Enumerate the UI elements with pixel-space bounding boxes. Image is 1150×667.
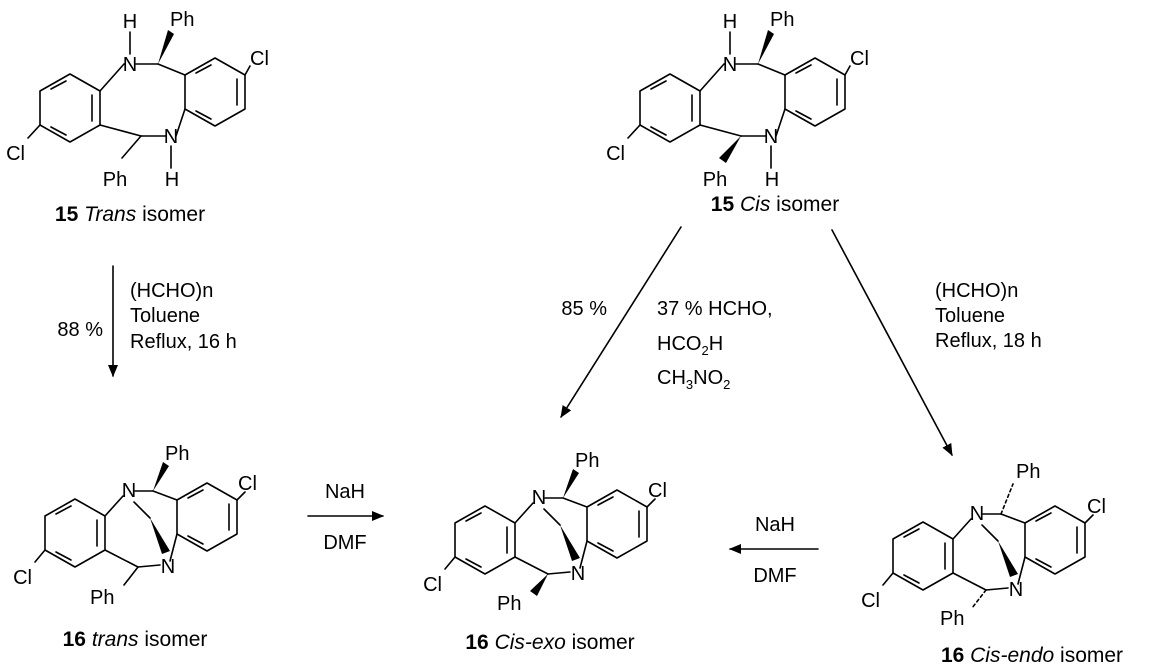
atom-n: N [1009,579,1023,601]
phenyl-label: Ph [1016,461,1040,483]
compound-15-cis: N N H H Ph Ph Cl Cl [606,9,869,191]
reagent-label: NaH [325,481,365,503]
atom-n: N [123,54,137,76]
atom-h: H [165,169,179,191]
compound-16-cis-endo: N N Ph Ph Cl Cl [861,461,1106,630]
compound-15-trans: N N H H Ph Ph Cl Cl [6,9,269,191]
atom-n: N [164,126,178,148]
phenyl-label: Ph [103,169,127,191]
reagent-label: NaH [755,514,795,536]
phenyl-label: Ph [90,587,114,609]
chlorine-label: Cl [1087,496,1106,518]
compound-16-trans: N N Ph Ph Cl Cl [13,443,257,609]
chlorine-label: Cl [861,590,880,612]
yield-label: 88 % [57,319,103,341]
chlorine-label: Cl [6,143,25,165]
compound-label: 15 Trans isomer [55,203,205,226]
compound-label: 16 Cis-endo isomer [941,644,1123,667]
phenyl-label: Ph [170,9,194,31]
chlorine-label: Cl [423,574,442,596]
atom-n: N [122,480,136,502]
atom-n: N [532,487,546,509]
reaction-arrow [560,226,682,418]
reaction-arrow [831,229,953,456]
chlorine-label: Cl [238,473,257,495]
compound-16-cis-exo: N N Ph Ph Cl Cl [423,450,667,615]
yield-label: 85 % [561,298,607,320]
atom-h: H [123,11,137,33]
phenyl-label: Ph [165,443,189,465]
phenyl-label: Ph [497,593,521,615]
phenyl-label: Ph [703,169,727,191]
compound-label: 15 Cis isomer [711,193,839,216]
condition-line: CH3NO2 [657,367,730,392]
chlorine-label: Cl [648,480,667,502]
condition-line: Reflux, 16 h [130,331,237,353]
phenyl-label: Ph [940,608,964,630]
chlorine-label: Cl [13,567,32,589]
atom-n: N [723,54,737,76]
chlorine-label: Cl [250,48,269,70]
atom-n: N [970,503,984,525]
solvent-label: DMF [753,565,796,587]
condition-line: Toluene [130,305,200,327]
atom-h: H [723,11,737,33]
solvent-label: DMF [323,532,366,554]
condition-line: (HCHO)n [935,280,1018,302]
chlorine-label: Cl [850,48,869,70]
atom-n: N [571,563,585,585]
atom-n: N [764,126,778,148]
phenyl-label: Ph [575,450,599,472]
atom-n: N [161,556,175,578]
condition-line: 37 % HCHO, [657,298,773,320]
condition-line: (HCHO)n [130,280,213,302]
chlorine-label: Cl [606,143,625,165]
compound-label: 16 Cis-exo isomer [465,631,634,654]
condition-line: HCO2H [657,333,723,358]
phenyl-label: Ph [770,9,794,31]
compound-label: 16 trans isomer [63,628,208,651]
condition-line: Reflux, 18 h [935,330,1042,352]
condition-line: Toluene [935,305,1005,327]
atom-h: H [765,169,779,191]
